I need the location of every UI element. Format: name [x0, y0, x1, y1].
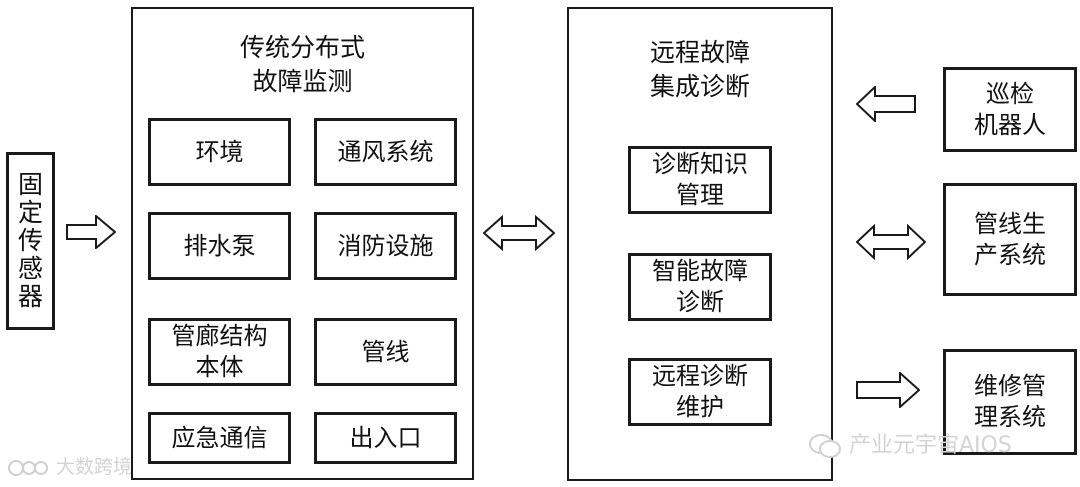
- box-label: 管理: [676, 181, 724, 209]
- emergency-comm-box: 应急通信: [148, 412, 291, 464]
- diagnosis-knowledge-box: 诊断知识 管理: [628, 146, 772, 214]
- title-line: 集成诊断: [649, 72, 750, 101]
- fixed-sensor-char: 感: [17, 254, 43, 283]
- double-arrow-icon: [483, 215, 555, 251]
- maintenance-management-box: 维修管 理系统: [943, 349, 1077, 455]
- environment-box: 环境: [148, 118, 291, 186]
- corridor-structure-box: 管廊结构 本体: [148, 318, 291, 386]
- box-label: 消防设施: [337, 231, 434, 260]
- box-label: 机器人: [974, 110, 1046, 139]
- box-label: 出入口: [349, 423, 422, 452]
- box-label: 通风系统: [337, 137, 434, 166]
- fire-facilities-box: 消防设施: [314, 212, 457, 280]
- drainage-pump-box: 排水泵: [148, 212, 291, 280]
- right-arrow-icon: [856, 372, 920, 408]
- title-line: 故障监测: [252, 67, 353, 96]
- pipeline-box: 管线: [314, 318, 457, 386]
- box-label: 巡检: [986, 79, 1034, 108]
- box-label: 环境: [195, 137, 244, 166]
- double-arrow-icon: [856, 224, 926, 260]
- fixed-sensor-char: 器: [17, 282, 43, 311]
- box-label: 管线生: [974, 209, 1046, 238]
- entrance-exit-box: 出入口: [314, 412, 457, 464]
- box-label: 排水泵: [183, 231, 256, 260]
- fixed-sensor-char: 传: [17, 226, 43, 255]
- box-label: 产系统: [974, 240, 1046, 269]
- box-label: 管廊结构: [171, 322, 268, 350]
- remote-maintenance-box: 远程诊断 维护: [628, 358, 772, 426]
- box-label: 维修管: [974, 372, 1046, 400]
- ventilation-system-box: 通风系统: [314, 118, 457, 186]
- pipeline-production-box: 管线生 产系统: [943, 183, 1077, 296]
- box-label: 远程诊断: [652, 362, 748, 390]
- fixed-sensor-char: 定: [17, 198, 43, 227]
- brand-logo-icon: [8, 459, 48, 476]
- box-label: 维护: [676, 393, 724, 421]
- watermark-left: 大数跨境: [8, 452, 132, 480]
- box-label: 理系统: [974, 403, 1046, 431]
- right-arrow-icon: [66, 215, 116, 249]
- watermark-text: 大数跨境: [56, 456, 133, 478]
- fixed-sensor-box: 固 定 传 感 器: [6, 152, 55, 330]
- box-label: 智能故障: [652, 257, 748, 285]
- box-label: 本体: [195, 353, 244, 381]
- box-label: 诊断知识: [652, 150, 748, 178]
- remote-diagnosis-title: 远程故障 集成诊断: [569, 36, 831, 104]
- watermark-text: 产业元宇宙AIOS: [849, 433, 1012, 458]
- left-arrow-icon: [856, 86, 916, 122]
- box-label: 管线: [361, 337, 410, 366]
- inspection-robot-box: 巡检 机器人: [943, 67, 1077, 152]
- title-line: 远程故障: [649, 38, 750, 67]
- title-line: 传统分布式: [239, 33, 365, 62]
- box-label: 应急通信: [171, 423, 268, 452]
- watermark-right: 产业元宇宙AIOS: [808, 427, 1012, 459]
- wechat-icon: [809, 434, 841, 458]
- fixed-sensor-char: 固: [17, 170, 43, 199]
- traditional-monitoring-title: 传统分布式 故障监测: [133, 31, 472, 99]
- intelligent-diagnosis-box: 智能故障 诊断: [628, 253, 772, 321]
- box-label: 诊断: [676, 288, 724, 316]
